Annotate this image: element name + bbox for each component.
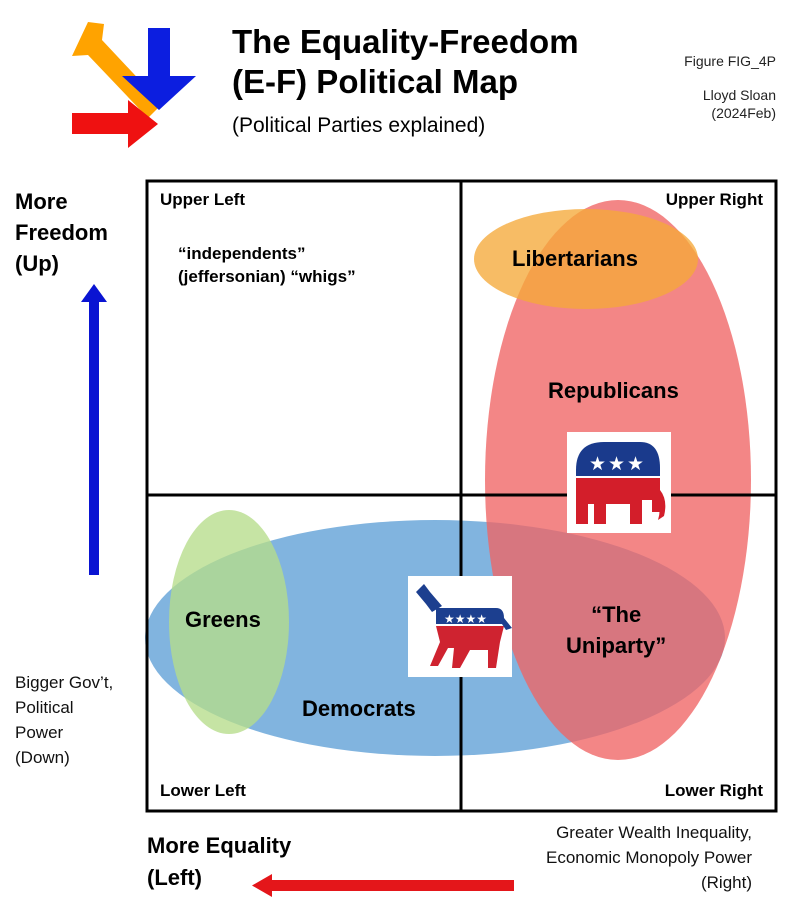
quadrant-upper-right-label: Upper Right xyxy=(665,190,763,209)
freedom-label-line-2: Freedom xyxy=(15,220,108,245)
quadrant-grid xyxy=(145,179,778,813)
independents-note-line-1: “independents” xyxy=(178,244,306,263)
independents-note: “independents” (jeffersonian) “whigs” xyxy=(178,242,356,288)
author-date: (2024Feb) xyxy=(711,105,776,121)
inequality-axis-label: Greater Wealth Inequality, Economic Mono… xyxy=(546,820,752,895)
inequality-label-line-3: (Right) xyxy=(700,873,752,892)
equality-label-line-1: More Equality xyxy=(147,833,292,858)
author-block: Lloyd Sloan (2024Feb) xyxy=(703,86,776,122)
title-line-1: The Equality-Freedom xyxy=(232,23,579,60)
government-axis-label: Bigger Gov’t, Political Power (Down) xyxy=(15,670,113,770)
libertarians-area xyxy=(474,209,698,309)
freedom-up-arrow xyxy=(81,284,107,575)
quadrant-upper-left-label: Upper Left xyxy=(160,190,245,209)
svg-text:★: ★ xyxy=(627,453,644,475)
democrats-label: Democrats xyxy=(302,696,416,721)
independents-note-line-2: (jeffersonian) “whigs” xyxy=(178,267,356,286)
quadrant-lower-right-label: Lower Right xyxy=(664,781,763,800)
figure-id: Figure FIG_4P xyxy=(684,53,776,69)
government-label-line-3: Power xyxy=(15,723,64,742)
greens-label: Greens xyxy=(185,607,261,632)
logo-red-arrow xyxy=(72,100,158,148)
republican-elephant-icon: ★ ★ ★ xyxy=(567,432,671,533)
government-label-line-2: Political xyxy=(15,698,74,717)
inequality-label-line-1: Greater Wealth Inequality, xyxy=(556,823,752,842)
svg-text:★★★★: ★★★★ xyxy=(444,612,487,626)
equality-left-arrow xyxy=(252,874,514,897)
logo-arrows-icon xyxy=(72,22,196,148)
logo-orange-arrow xyxy=(72,22,162,118)
freedom-label-line-1: More xyxy=(15,189,68,214)
quadrant-lower-left-label: Lower Left xyxy=(160,781,246,800)
equality-axis-label: More Equality (Left) xyxy=(147,830,291,894)
inequality-label-line-2: Economic Monopoly Power xyxy=(546,848,752,867)
svg-text:★: ★ xyxy=(589,453,606,475)
uniparty-label-line-2: Uniparty” xyxy=(566,633,667,658)
uniparty-label-line-1: “The xyxy=(591,602,642,627)
page-title: The Equality-Freedom (E-F) Political Map xyxy=(232,22,579,102)
greens-area xyxy=(169,510,289,734)
logo-blue-arrow xyxy=(122,28,196,110)
page-subtitle: (Political Parties explained) xyxy=(232,114,486,137)
equality-label-line-2: (Left) xyxy=(147,865,202,890)
author-name: Lloyd Sloan xyxy=(702,87,776,103)
government-label-line-4: (Down) xyxy=(15,748,70,767)
freedom-axis-label: More Freedom (Up) xyxy=(15,186,108,279)
title-line-2: (E-F) Political Map xyxy=(232,63,519,100)
freedom-label-line-3: (Up) xyxy=(15,251,59,276)
democrat-donkey-icon: ★★★★ xyxy=(408,576,512,677)
uniparty-label: “The Uniparty” xyxy=(566,599,666,661)
svg-text:★: ★ xyxy=(608,453,625,475)
republicans-label: Republicans xyxy=(548,378,679,403)
libertarians-label: Libertarians xyxy=(512,246,638,271)
government-label-line-1: Bigger Gov’t, xyxy=(15,673,114,692)
